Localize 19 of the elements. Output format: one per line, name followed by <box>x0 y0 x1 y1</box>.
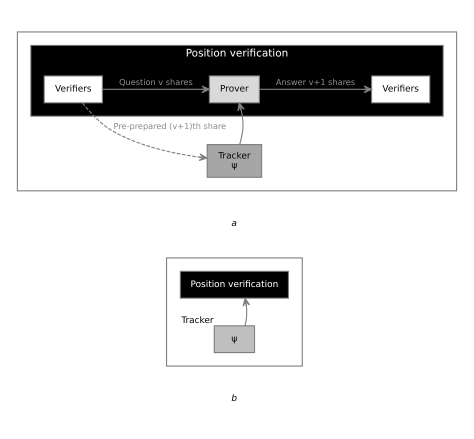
label: b <box>231 394 238 404</box>
node-box: Verifiers <box>371 75 430 104</box>
node-label: Tracker <box>181 316 214 326</box>
node-box: ψ <box>214 325 256 354</box>
label: a <box>231 218 237 229</box>
edge-label: Question v shares <box>119 76 193 87</box>
node-box: Prover <box>208 75 260 104</box>
cluster <box>166 257 303 367</box>
arrow <box>237 102 245 145</box>
arrow <box>82 102 208 162</box>
node-box: Tracker ψ <box>206 144 262 178</box>
cluster <box>16 31 458 192</box>
arrow <box>260 85 372 94</box>
node-box: Verifiers <box>44 75 103 104</box>
edge-label: Answer v+1 shares <box>276 76 356 87</box>
arrow <box>242 298 250 326</box>
edge-label: Pre-prepared (v+1)th share <box>114 120 226 131</box>
arrow <box>102 85 210 94</box>
node-box: Position verification <box>180 270 290 299</box>
